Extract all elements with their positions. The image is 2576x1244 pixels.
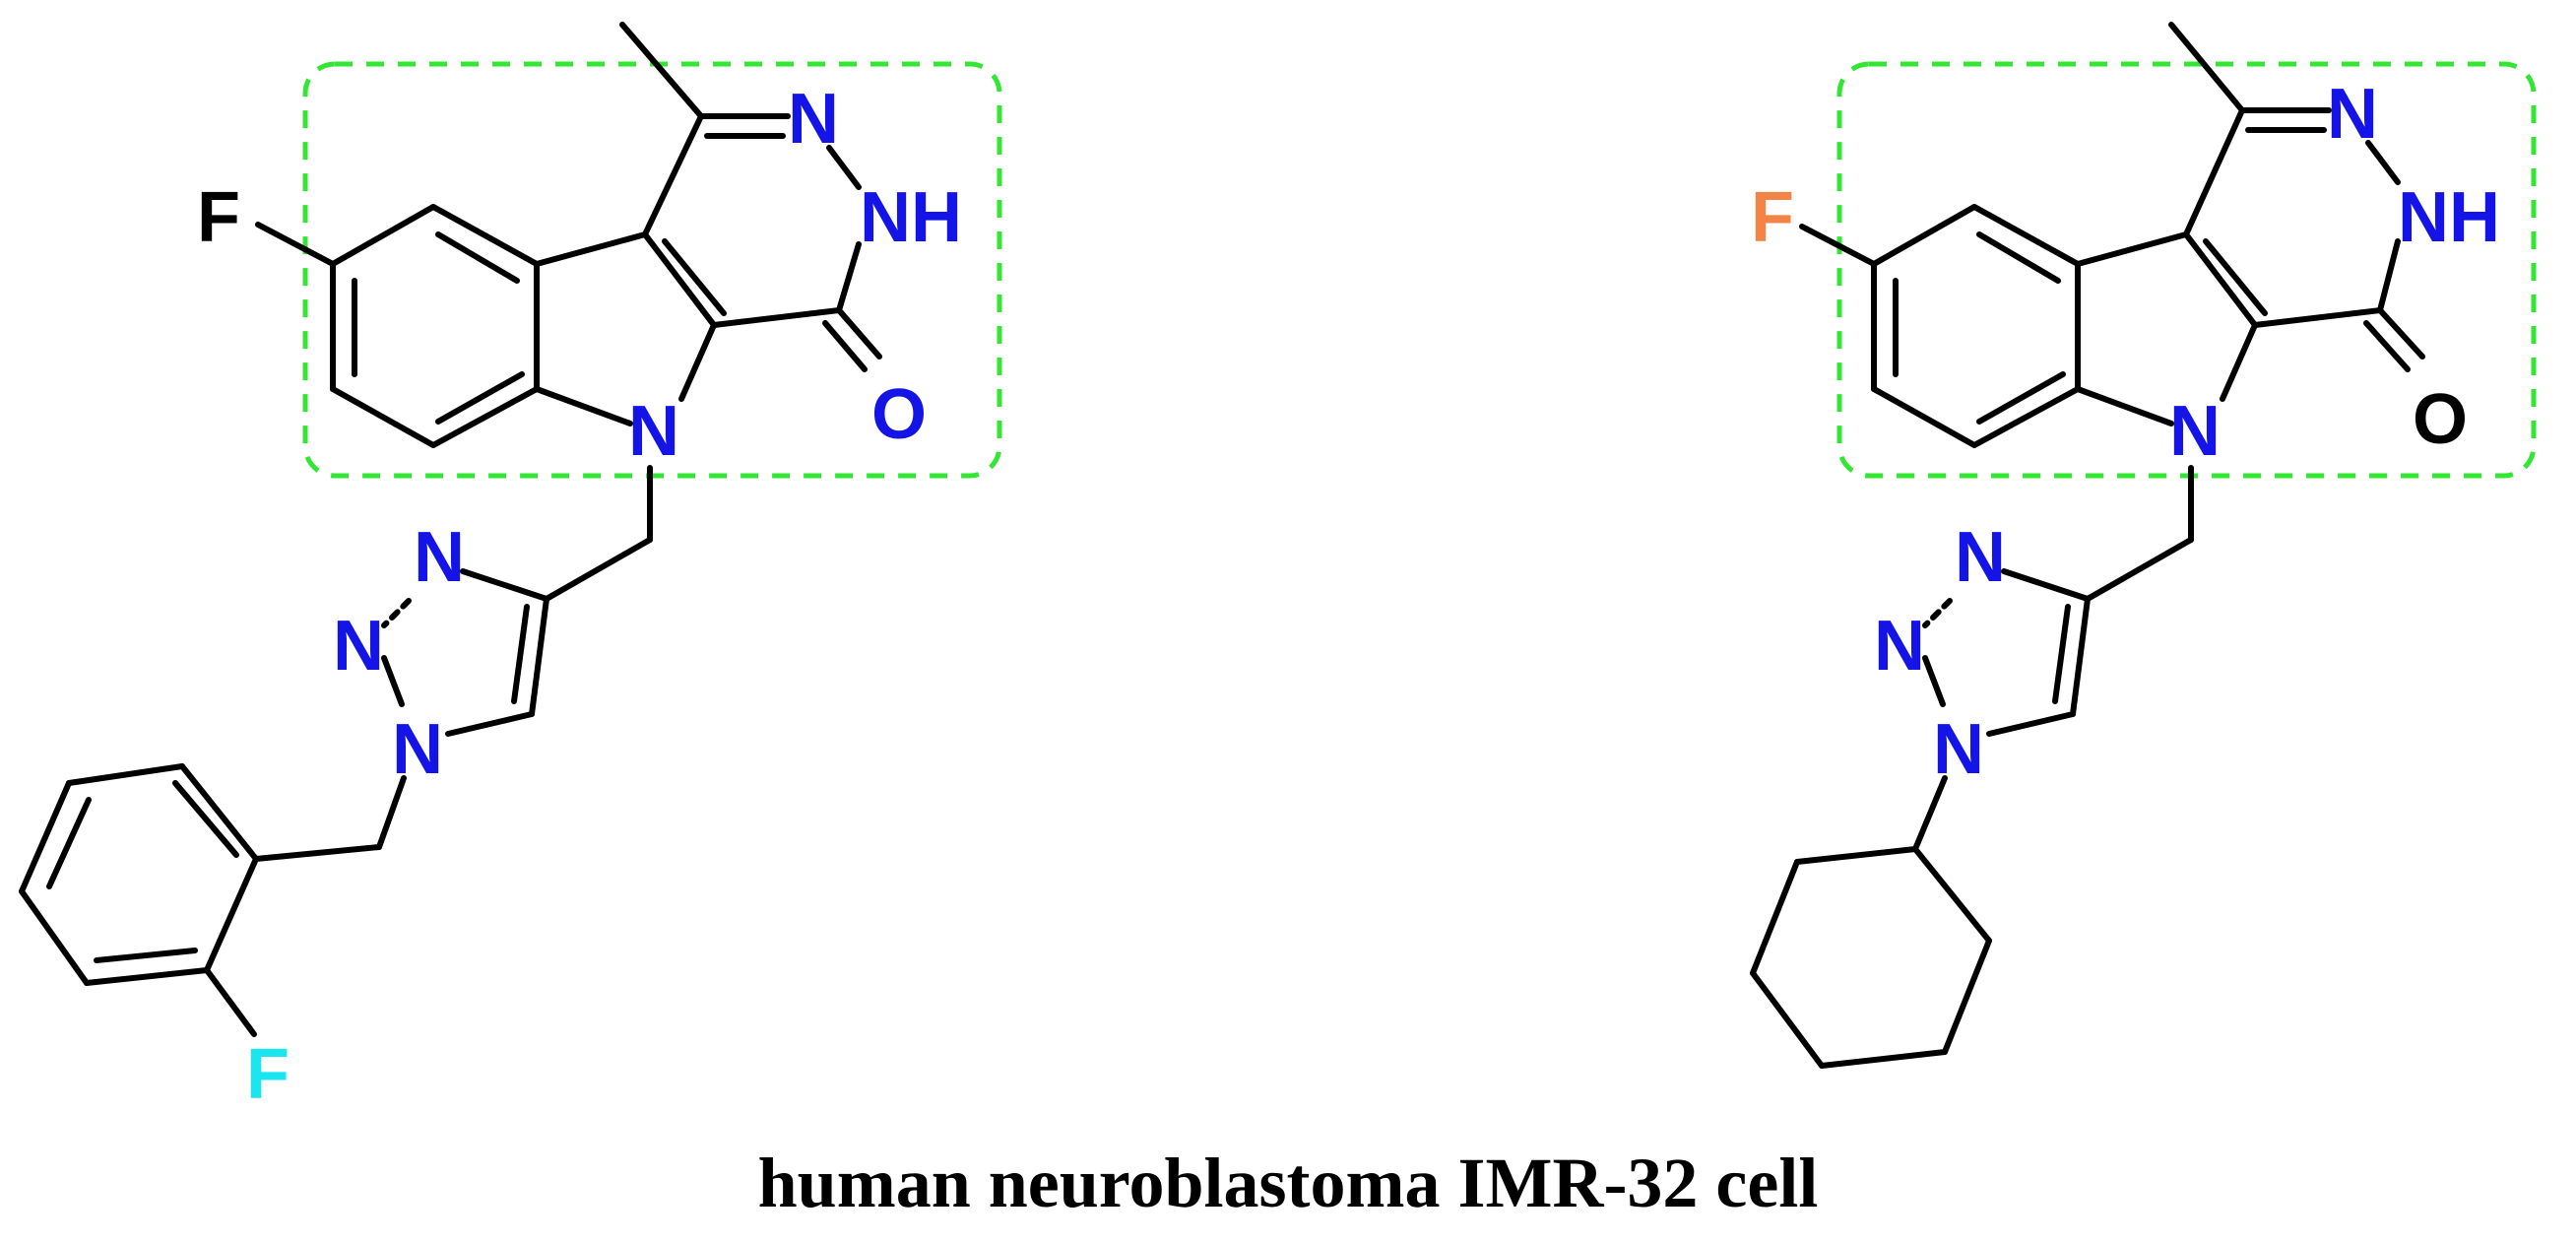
atom-n-triazole-b: N — [1874, 607, 1925, 686]
atom-nh: NH — [2398, 178, 2500, 257]
bonds-left — [19, 22, 882, 1037]
atom-n-triazole-c: N — [392, 710, 443, 789]
atom-labels-right: F N NH O N N N N — [1751, 75, 2500, 789]
atom-f-core: F — [1751, 178, 1794, 257]
atom-o: O — [2413, 380, 2468, 459]
bonds-right — [1750, 22, 2425, 1069]
atom-f-benzyl: F — [246, 1035, 290, 1114]
atom-n-pyridazine: N — [788, 80, 839, 159]
atom-n-triazole-c: N — [1933, 710, 1984, 789]
molecule-left: F N NH O N N N N F — [19, 22, 1002, 1114]
atom-n-triazole-b: N — [333, 607, 384, 686]
atom-n-indole: N — [2169, 392, 2221, 471]
atom-labels-left: F N NH O N N N N F — [197, 80, 962, 1114]
atom-n-triazole-a: N — [414, 518, 465, 597]
atom-n-pyridazine: N — [2327, 75, 2378, 154]
caption: human neuroblastoma IMR-32 cell — [758, 1144, 1819, 1222]
highlight-box-right — [1836, 61, 2537, 479]
atom-o: O — [871, 375, 927, 454]
atom-nh: NH — [860, 178, 962, 257]
atom-f-core: F — [197, 178, 240, 257]
molecule-right: F N NH O N N N N — [1750, 22, 2537, 1069]
atom-n-triazole-a: N — [1955, 518, 2006, 597]
atom-n-indole: N — [628, 392, 679, 471]
